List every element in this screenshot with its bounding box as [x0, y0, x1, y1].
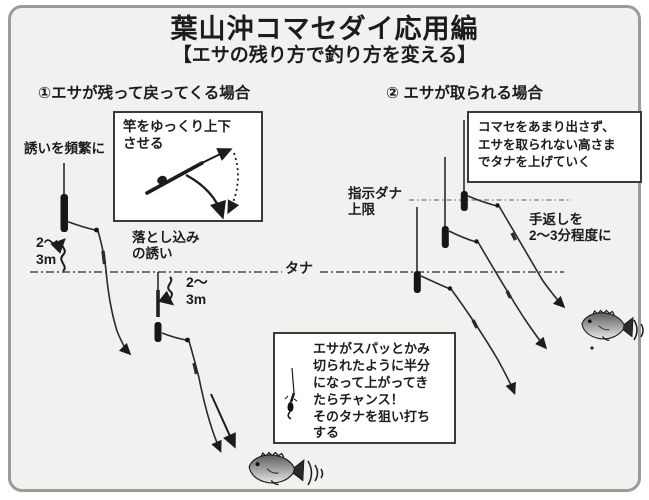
page-subtitle: 【エサの残り方で釣り方を変える】: [172, 45, 477, 66]
section2-heading: ② エサが取られる場合: [386, 85, 543, 102]
section1-heading: ①エサが残って戻ってくる場合: [38, 85, 251, 102]
label-depth-up: 2〜 3m: [36, 234, 58, 268]
label-shiji-dana: 指示ダナ 上限: [348, 186, 402, 218]
label-tana: タナ: [285, 260, 313, 276]
komase-note-box: コマセをあまり出さず、 エサを取られない高さま でタナを上げていく: [467, 111, 642, 183]
chance-note-box: エサがスパッとかみ 切られたように半分 になって上がってき たらチャンス！ その…: [273, 332, 456, 444]
page-title: 葉山沖コマセダイ応用編: [170, 14, 479, 44]
rod-action-box: 竿をゆっくり上下 させる: [113, 111, 263, 222]
label-depth-down: 2〜 3m: [186, 274, 208, 308]
label-drop-lure: 落とし込み の誘い: [132, 230, 200, 262]
label-tegaeshi: 手返しを 2〜3分程度に: [529, 212, 612, 244]
label-lure-often: 誘いを頻繁に: [24, 141, 105, 156]
